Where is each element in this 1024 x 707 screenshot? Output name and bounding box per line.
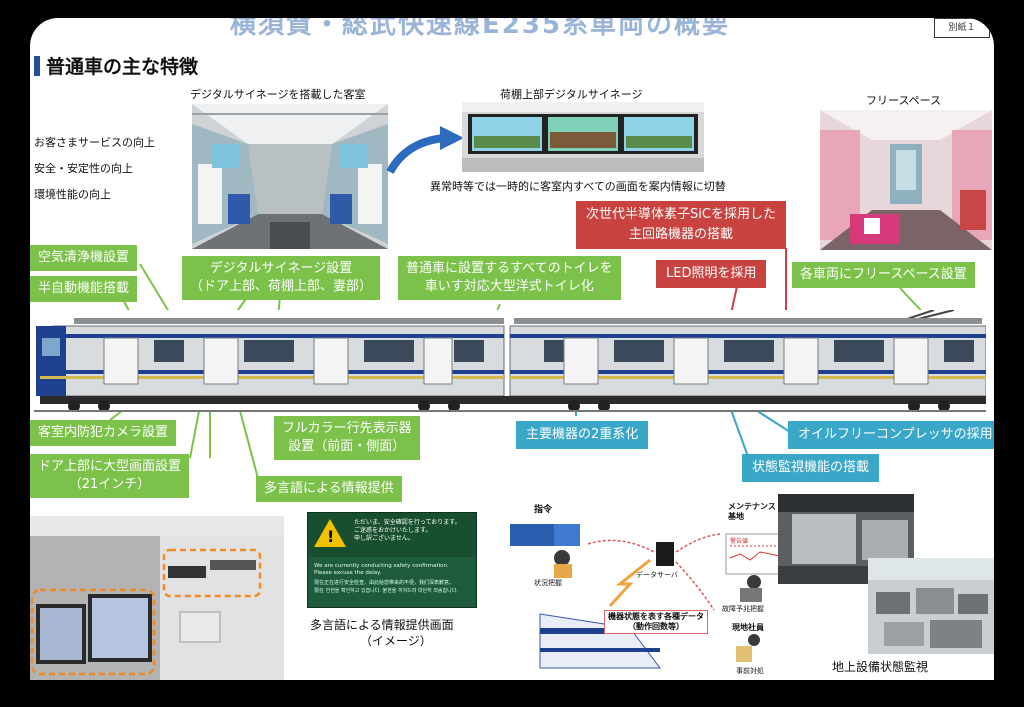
label-led: LED照明を採用 — [656, 260, 767, 288]
cabin-caption: デジタルサイネージを搭載した客室 — [190, 88, 366, 101]
luggage-signage-photo — [462, 102, 704, 172]
label-free-space: 各車両にフリースペース設置 — [792, 262, 975, 288]
label-oil-free: オイルフリーコンプレッサの採用 — [788, 421, 994, 449]
label-signage: デジタルサイネージ設置 （ドア上部、荷棚上部、妻部） — [182, 256, 381, 300]
slide: 横須賀・総武快速線E235系車両の概要 別紙１ 普通車の主な特徴 お客さまサービ… — [30, 18, 994, 680]
feature-item: 安全・安定性の向上 — [34, 162, 133, 175]
feature-item: お客さまサービスの向上 — [34, 136, 155, 149]
situation-label: 状況把握 — [534, 579, 562, 587]
multilingual-sub-caption: （イメージ） — [360, 634, 432, 648]
multilingual-screen: ! ただいま、安全確認を行っております。 ご迷惑をおかけいたします。 申し訳ござ… — [307, 512, 477, 608]
warning-text-other: 現在正在进行安全检查。由此给您带来的不便，我们深表歉意。 現在 안전을 확인하고… — [314, 580, 458, 594]
server-label: データサーバ — [636, 571, 678, 579]
equipment-data-label: 機器状態を表す各種データ （動作回数等） — [604, 610, 708, 634]
luggage-caption: 荷棚上部デジタルサイネージ — [500, 88, 643, 101]
emergency-caption: 異常時等では一時的に客室内すべての画面を案内情報に切替 — [430, 180, 726, 193]
warning-level-label: 警告値 — [730, 538, 749, 545]
arrow-icon — [386, 126, 464, 175]
maintenance-label: メンテナンス 基地 — [728, 502, 776, 521]
door-screen-photo — [30, 516, 284, 680]
equipment-photo-lower — [868, 558, 994, 654]
field-staff-label: 現地社員 — [732, 623, 764, 632]
warning-text-jp: ただいま、安全確認を行っております。 ご迷惑をおかけいたします。 申し訳ございま… — [354, 519, 461, 542]
cabin-photo — [192, 104, 388, 249]
label-air-purifier: 空気清浄機設置 — [30, 245, 138, 271]
ground-monitor-caption: 地上設備状態監視 — [832, 660, 929, 674]
warning-icon — [314, 519, 346, 547]
label-sic: 次世代半導体素子SiCを採用した 主回路機器の搭載 — [576, 201, 786, 249]
free-space-caption: フリースペース — [866, 94, 942, 107]
failure-label: 故障予兆把握 — [722, 605, 764, 613]
heading-bar — [34, 55, 40, 76]
label-full-color: フルカラー行先表示器 設置（前面・側面） — [274, 416, 420, 460]
label-door-screen: ドア上部に大型画面設置 （21インチ） — [30, 454, 190, 498]
free-space-photo — [820, 110, 992, 250]
label-semi-auto: 半自動機能搭載 — [30, 276, 138, 302]
feature-list: お客さまサービスの向上 安全・安定性の向上 環境性能の向上 — [34, 130, 155, 208]
train-illustration — [34, 310, 986, 412]
attachment-label: 別紙１ — [934, 18, 990, 38]
feature-item: 環境性能の向上 — [34, 188, 111, 201]
label-camera: 客室内防犯カメラ設置 — [30, 420, 177, 446]
section-heading-text: 普通車の主な特徴 — [46, 56, 199, 78]
section-heading: 普通車の主な特徴 — [34, 52, 198, 79]
label-monitoring: 状態監視機能の搭載 — [742, 454, 880, 482]
prior-action-label: 事前対処 — [736, 667, 764, 675]
label-multilingual: 多言語による情報提供 — [256, 476, 402, 502]
command-label: 指令 — [534, 505, 553, 515]
warning-text-en: We are currently conducting safety confi… — [314, 563, 449, 576]
label-dual-system: 主要機器の2重系化 — [516, 421, 649, 449]
slide-title: 横須賀・総武快速線E235系車両の概要 — [230, 18, 731, 40]
monitoring-diagram: 指令 状況把握 データサーバ メンテナンス 基地 警告値 故障予兆把握 機器状態… — [500, 498, 790, 680]
multilingual-caption: 多言語による情報提供画面 — [310, 618, 454, 632]
label-toilet: 普通車に設置するすべてのトイレを 車いす対応大型洋式トイレ化 — [398, 256, 621, 300]
